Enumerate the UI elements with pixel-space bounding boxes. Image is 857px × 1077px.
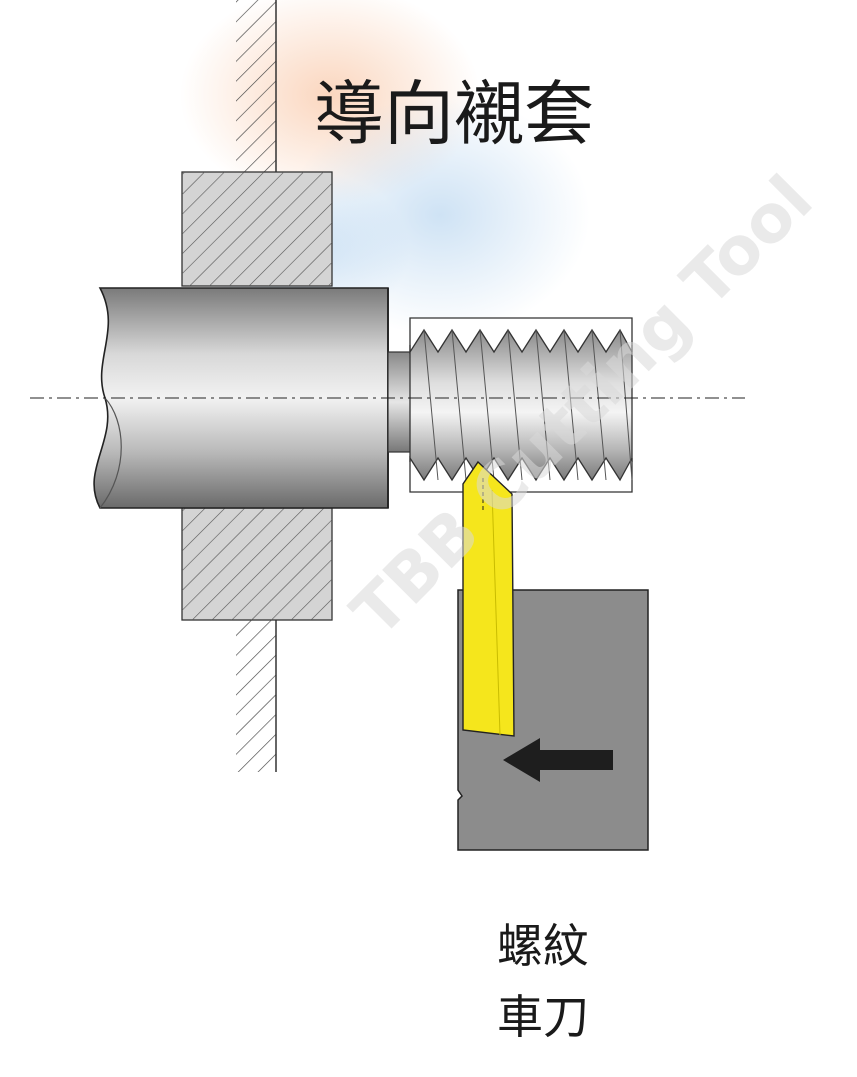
thread-flank-line [591,329,607,481]
threading-tool-insert [462,460,515,737]
arrow-left-icon [503,738,613,782]
thread-flank-line [507,329,523,481]
guide-bushing-label: 導向襯套 [314,73,594,155]
thread-flank-line [451,329,467,481]
thread-flank-line [479,329,495,481]
thread-flank-line [535,329,551,481]
thread-flank-line [619,329,633,481]
workpiece-shaft [93,287,389,509]
machine-wall [236,0,277,772]
thread-flank-line [423,329,439,481]
guide-bushing [181,171,333,621]
thread-flank-line [563,329,579,481]
threading-tool-label-line1: 螺紋 [497,919,589,973]
shaft-neck [387,351,413,453]
threading-tool-label-line2: 車刀 [497,990,589,1044]
